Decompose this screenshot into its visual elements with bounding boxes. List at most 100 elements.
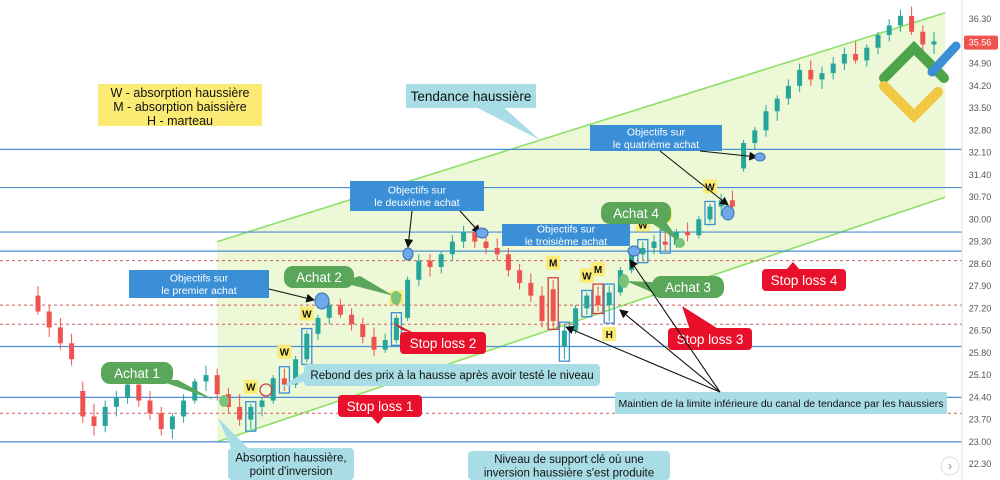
achat-4-box-bg: [601, 202, 671, 224]
achat-3-box-bg: [652, 276, 724, 298]
candle: [158, 406, 164, 436]
candle-body: [113, 397, 119, 407]
candle-body: [797, 69, 803, 86]
trend-label: Tendance haussière: [406, 84, 536, 108]
stop-loss-1-box: Stop loss 1: [338, 395, 422, 417]
candle-body: [561, 330, 567, 347]
candle: [841, 47, 847, 70]
candle-body: [449, 241, 455, 255]
achat-4-box-text: Achat 4: [613, 206, 659, 221]
candle-body: [270, 378, 276, 401]
stop-loss-2-tail: [392, 322, 416, 334]
candle: [763, 104, 769, 137]
achat-2-box-bg: [284, 266, 354, 288]
pattern-tag-letter: W: [280, 348, 290, 359]
pattern-tag-box: [591, 262, 605, 277]
candle: [517, 263, 523, 290]
y-axis-tick: 29.30: [969, 237, 992, 247]
candle-body: [550, 289, 556, 322]
candle-body: [573, 308, 579, 331]
y-axis-bg: [962, 0, 1000, 480]
legend-line-m: M - absorption baissière: [113, 100, 247, 114]
candle: [382, 333, 388, 353]
objective-4-box-text: le quatrième achat: [613, 139, 699, 151]
objective-1-marker: [314, 292, 330, 310]
candle-body: [349, 314, 355, 325]
pattern-tag-letter: W: [582, 271, 592, 282]
y-axis-tick: 32.10: [969, 148, 992, 158]
achat-3-box-text: Achat 3: [665, 280, 711, 295]
trend-channel-upper: [216, 11, 946, 243]
candle: [752, 127, 758, 150]
candle: [595, 286, 601, 312]
achat-4-tail: [650, 222, 680, 242]
candle-body: [304, 333, 310, 360]
candle-body: [584, 295, 590, 309]
absorption-label-bg: [228, 448, 354, 480]
objective-1-box-text: le premier achat: [161, 285, 236, 297]
candle: [685, 222, 691, 242]
candle: [830, 57, 836, 80]
candle: [337, 298, 343, 318]
candle-body: [808, 69, 814, 80]
objective-3-box-text: Objectifs sur: [537, 224, 596, 236]
candle: [46, 305, 52, 337]
candle: [214, 368, 220, 401]
candle-body: [237, 406, 243, 420]
candle: [640, 241, 646, 261]
stop-loss-2-box: Stop loss 2: [400, 332, 486, 354]
candle-body: [203, 375, 209, 382]
y-axis-tick: 27.90: [969, 281, 992, 291]
objective-1-arrow: [268, 288, 316, 303]
candle-body: [293, 359, 299, 385]
candle-body: [472, 232, 478, 242]
y-axis-tick: 26.50: [969, 326, 992, 336]
pattern-tag-letter: W: [638, 221, 648, 232]
support-label-text: inversion haussière s'est produite: [484, 467, 654, 479]
pattern-highlight: [704, 200, 716, 226]
pattern-highlight: [245, 401, 257, 432]
pattern-tag-letter: W: [246, 383, 256, 394]
candle: [35, 286, 41, 315]
pattern-highlight: [603, 283, 615, 324]
trend-label-tail: [470, 104, 540, 140]
candle: [886, 19, 892, 42]
maintien-label: Maintien de la limite inférieure du cana…: [615, 392, 947, 414]
achat-3-box: Achat 3: [652, 276, 724, 298]
y-axis-tick: 31.40: [969, 170, 992, 180]
objective-4-marker-a: [721, 205, 735, 221]
scroll-right-glyph: ›: [948, 459, 952, 473]
y-axis-tick: 32.80: [969, 125, 992, 135]
pattern-tag-w: W: [703, 179, 717, 194]
scroll-right-icon: [940, 456, 960, 476]
candle: [147, 390, 153, 420]
candle: [281, 368, 287, 391]
candle-body: [169, 416, 175, 430]
stop-loss-1-box-bg: [338, 395, 422, 417]
pattern-tag-letter: M: [549, 259, 557, 270]
candle: [550, 279, 556, 328]
trend-label-text: Tendance haussière: [411, 89, 532, 104]
candle-body: [125, 384, 131, 398]
y-axis-tick: 23.00: [969, 437, 992, 447]
pattern-tag-letter: M: [594, 265, 602, 276]
candle-body: [841, 54, 847, 64]
support-label-text: Niveau de support clé où une: [494, 454, 644, 466]
pattern-highlight: [581, 289, 593, 318]
pattern-tag-h: H: [602, 327, 617, 342]
pattern-tag-w: W: [579, 268, 594, 283]
pattern-tag-box: [299, 306, 314, 321]
candle: [80, 381, 86, 423]
candle: [102, 400, 108, 433]
absorption-label: Absorption haussière,point d'inversion: [228, 448, 354, 480]
candle: [248, 403, 254, 430]
pattern-highlight: [547, 277, 559, 331]
candle-body: [875, 34, 881, 48]
objective-4-box-bg: [590, 125, 722, 151]
objective-2-arrow-b: [459, 210, 481, 234]
candle-body: [136, 384, 142, 401]
